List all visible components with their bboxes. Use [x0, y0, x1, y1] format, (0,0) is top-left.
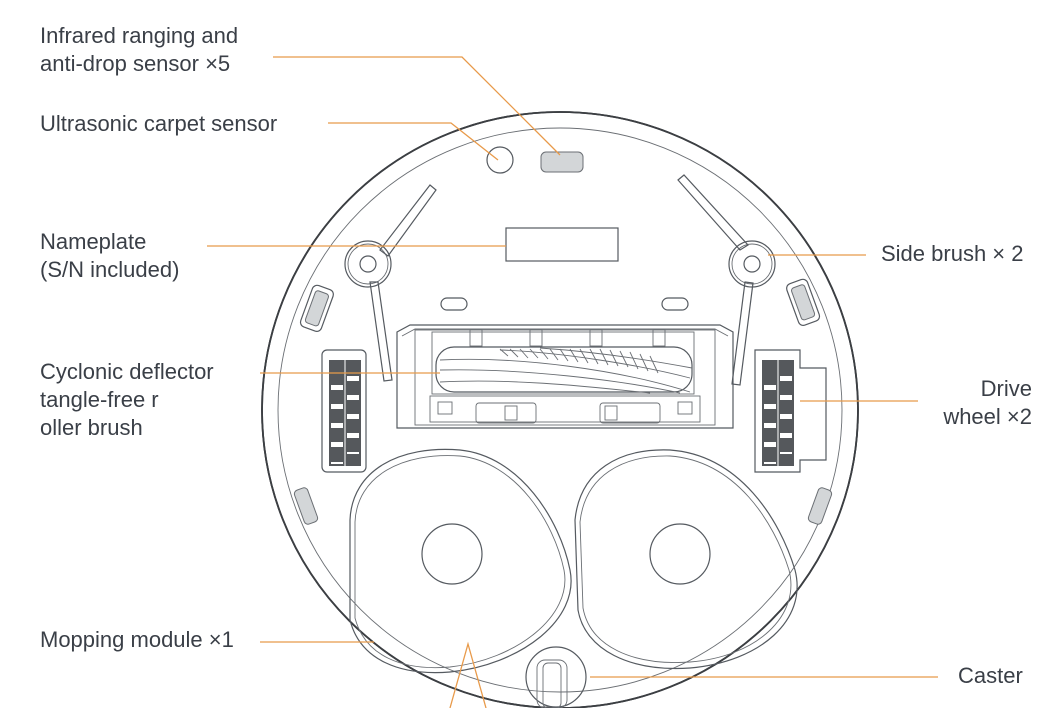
label-mopping-line1: Mopping module ×1 [40, 627, 234, 652]
label-nameplate: Nameplate (S/N included) [40, 228, 179, 284]
label-infrared-line2: anti-drop sensor ×5 [40, 51, 231, 76]
caster [525, 646, 587, 708]
leader-ultrasonic [328, 122, 499, 161]
mopping-pad-right [574, 449, 798, 670]
drive-wheel-left [321, 349, 367, 473]
infrared-sensor-left-lower [293, 487, 319, 525]
slot-left [440, 297, 468, 311]
label-roller-brush-line3: oller brush [40, 415, 143, 440]
infrared-sensor-left-upper [299, 284, 334, 332]
label-side-brush-line1: Side brush × 2 [881, 241, 1024, 266]
label-roller-brush-line2: tangle-free r [40, 387, 159, 412]
roller-brush-compartment [396, 324, 734, 429]
leader-lines [207, 56, 938, 708]
robot-outer-shell [261, 111, 859, 708]
drive-wheel-right [754, 349, 827, 473]
label-nameplate-line2: (S/N included) [40, 257, 180, 282]
slot-right [661, 297, 689, 311]
ultrasonic-sensor [486, 146, 514, 174]
label-drive-wheel: Drive wheel ×2 [943, 375, 1032, 431]
label-side-brush: Side brush × 2 [881, 240, 1023, 268]
side-brush-left [344, 184, 437, 382]
label-drive-wheel-line2: wheel ×2 [943, 404, 1032, 429]
label-roller-brush-line1: Cyclonic deflector [40, 359, 214, 384]
infrared-sensor-front [540, 151, 584, 173]
nameplate [505, 227, 619, 262]
leader-infrared [273, 56, 561, 156]
leader-mopping-pointer [449, 641, 487, 708]
label-drive-wheel-line1: Drive [980, 376, 1032, 401]
label-ultrasonic-line1: Ultrasonic carpet sensor [40, 111, 278, 136]
infrared-sensor-right-lower [807, 487, 833, 525]
label-caster-line1: Caster [958, 663, 1023, 688]
label-mopping-module: Mopping module ×1 [40, 626, 234, 654]
label-infrared-line1: Infrared ranging and [40, 23, 239, 48]
label-infrared-sensor: Infrared ranging and anti-drop sensor ×5 [40, 22, 238, 78]
infrared-sensor-right-upper [786, 278, 821, 326]
side-brush-right [677, 174, 776, 386]
label-nameplate-line1: Nameplate [40, 229, 147, 254]
label-roller-brush: Cyclonic deflector tangle-free r oller b… [40, 358, 214, 442]
mopping-pad-left [349, 448, 572, 674]
label-ultrasonic-sensor: Ultrasonic carpet sensor [40, 110, 277, 138]
label-caster: Caster [958, 662, 1023, 690]
